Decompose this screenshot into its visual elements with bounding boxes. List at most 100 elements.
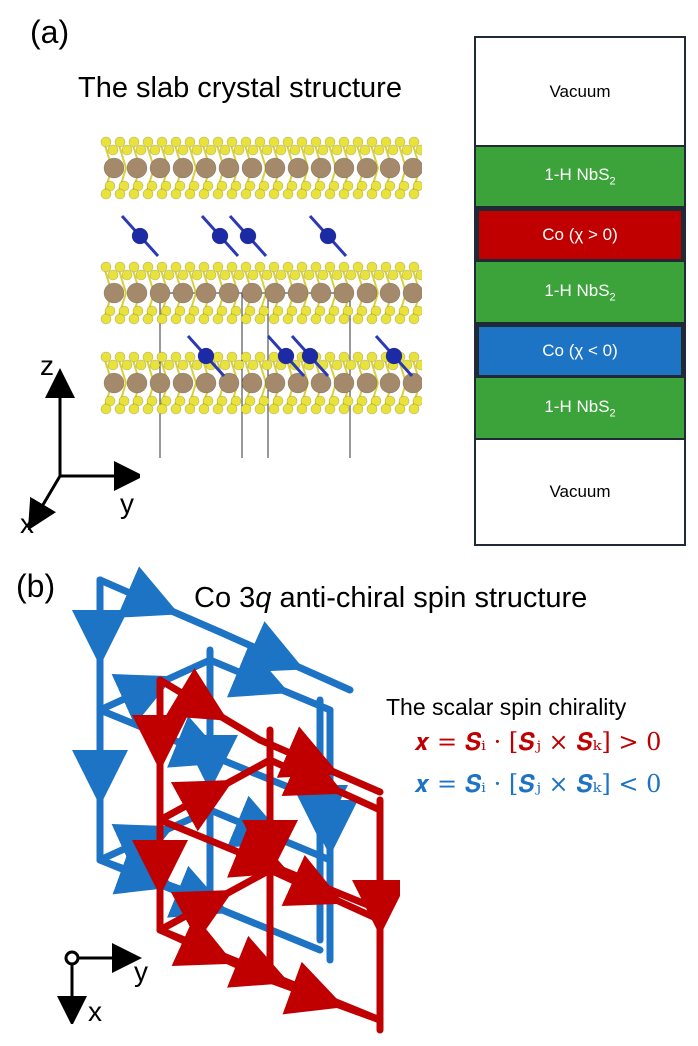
sulfur-atom bbox=[296, 136, 308, 148]
sulfur-atom bbox=[282, 313, 294, 325]
niobium-atom bbox=[264, 157, 286, 179]
sulfur-atom bbox=[394, 261, 406, 273]
sulfur-atom bbox=[359, 144, 371, 156]
sulfur-atom bbox=[373, 269, 385, 281]
layer-vacuum-top: Vacuum bbox=[476, 38, 684, 145]
niobium-atom bbox=[172, 282, 194, 304]
sulfur-atom bbox=[338, 136, 350, 148]
sulfur-atom bbox=[212, 136, 224, 148]
niobium-atom bbox=[126, 282, 148, 304]
sulfur-atom bbox=[415, 269, 422, 281]
sulfur-atom bbox=[387, 144, 399, 156]
layer-vacuum-bottom: Vacuum bbox=[476, 440, 684, 544]
sulfur-atom bbox=[170, 188, 182, 200]
layer-subscript: 2 bbox=[609, 175, 616, 188]
niobium-atom bbox=[103, 157, 125, 179]
niobium-atom bbox=[241, 372, 263, 394]
niobium-atom bbox=[149, 372, 171, 394]
layer-nbs2-2: 1-H NbS2 bbox=[476, 262, 684, 324]
sulfur-atom bbox=[135, 144, 147, 156]
sulfur-atom bbox=[380, 136, 392, 148]
sulfur-atom bbox=[170, 261, 182, 273]
sulfur-atom bbox=[142, 403, 154, 415]
sulfur-atom bbox=[226, 188, 238, 200]
panel-b-title: Co 3q anti-chiral spin structure bbox=[194, 582, 587, 615]
cobalt-atom bbox=[197, 347, 215, 365]
axis-y-label: y bbox=[120, 488, 134, 519]
niobium-atom bbox=[310, 282, 332, 304]
sulfur-atom bbox=[275, 269, 287, 281]
sulfur-atom bbox=[289, 144, 301, 156]
layer-subscript: 2 bbox=[609, 407, 616, 420]
sulfur-atom bbox=[121, 359, 133, 371]
sulfur-atom bbox=[177, 359, 189, 371]
sulfur-atom bbox=[177, 269, 189, 281]
sulfur-atom bbox=[415, 144, 422, 156]
sulfur-atom bbox=[296, 403, 308, 415]
sulfur-atom bbox=[401, 269, 413, 281]
sulfur-atom bbox=[254, 351, 266, 363]
sulfur-atom bbox=[324, 188, 336, 200]
sulfur-atom bbox=[380, 313, 392, 325]
sulfur-atom bbox=[226, 136, 238, 148]
sulfur-atom bbox=[191, 269, 203, 281]
sulfur-atom bbox=[156, 351, 168, 363]
sulfur-atom bbox=[156, 136, 168, 148]
sulfur-atom bbox=[212, 403, 224, 415]
cobalt-atom bbox=[211, 227, 229, 245]
niobium-atom bbox=[333, 372, 355, 394]
sulfur-atom bbox=[338, 261, 350, 273]
sulfur-atom bbox=[107, 144, 119, 156]
sulfur-atom bbox=[408, 261, 420, 273]
niobium-atom bbox=[356, 372, 378, 394]
sulfur-atom bbox=[317, 269, 329, 281]
panel-a-label: (a) bbox=[30, 14, 70, 50]
sulfur-atom bbox=[205, 269, 217, 281]
sulfur-atom bbox=[128, 261, 140, 273]
sulfur-atom bbox=[114, 136, 126, 148]
blue-spin-bond bbox=[96, 566, 224, 636]
sulfur-atom bbox=[261, 144, 273, 156]
sulfur-atom bbox=[114, 188, 126, 200]
sulfur-atom bbox=[233, 359, 245, 371]
axis-b-y-label: y bbox=[134, 956, 148, 987]
sulfur-atom bbox=[394, 188, 406, 200]
sulfur-atom bbox=[163, 269, 175, 281]
sulfur-atom bbox=[324, 403, 336, 415]
niobium-atom bbox=[310, 157, 332, 179]
sulfur-atom bbox=[282, 261, 294, 273]
sulfur-atom bbox=[142, 188, 154, 200]
sulfur-atom bbox=[310, 188, 322, 200]
sulfur-atom bbox=[184, 261, 196, 273]
layer-nbs2-3: 1-H NbS2 bbox=[476, 378, 684, 440]
sulfur-atom bbox=[212, 261, 224, 273]
sulfur-atom bbox=[100, 136, 112, 148]
sulfur-atom bbox=[268, 136, 280, 148]
niobium-atom bbox=[287, 282, 309, 304]
sulfur-atom bbox=[121, 144, 133, 156]
sulfur-atom bbox=[352, 351, 364, 363]
sulfur-atom bbox=[352, 136, 364, 148]
sulfur-atom bbox=[184, 351, 196, 363]
sulfur-atom bbox=[261, 269, 273, 281]
sulfur-atom bbox=[289, 269, 301, 281]
sulfur-atom bbox=[303, 144, 315, 156]
sulfur-atom bbox=[310, 403, 322, 415]
sulfur-atom bbox=[366, 136, 378, 148]
sulfur-atom bbox=[380, 403, 392, 415]
niobium-atom bbox=[333, 282, 355, 304]
sulfur-atom bbox=[128, 136, 140, 148]
sulfur-atom bbox=[135, 359, 147, 371]
niobium-atom bbox=[264, 372, 286, 394]
sulfur-atom bbox=[142, 261, 154, 273]
layer-co-positive: Co (χ > 0) bbox=[476, 208, 684, 262]
panel-b-title-suffix: anti-chiral spin structure bbox=[271, 582, 588, 614]
sulfur-atom bbox=[100, 403, 112, 415]
niobium-atom bbox=[126, 372, 148, 394]
niobium-atom bbox=[103, 282, 125, 304]
layer-co-negative: Co (χ < 0) bbox=[476, 324, 684, 378]
sulfur-atom bbox=[296, 188, 308, 200]
sulfur-atom bbox=[324, 136, 336, 148]
cobalt-atom bbox=[385, 347, 403, 365]
sulfur-atom bbox=[219, 144, 231, 156]
